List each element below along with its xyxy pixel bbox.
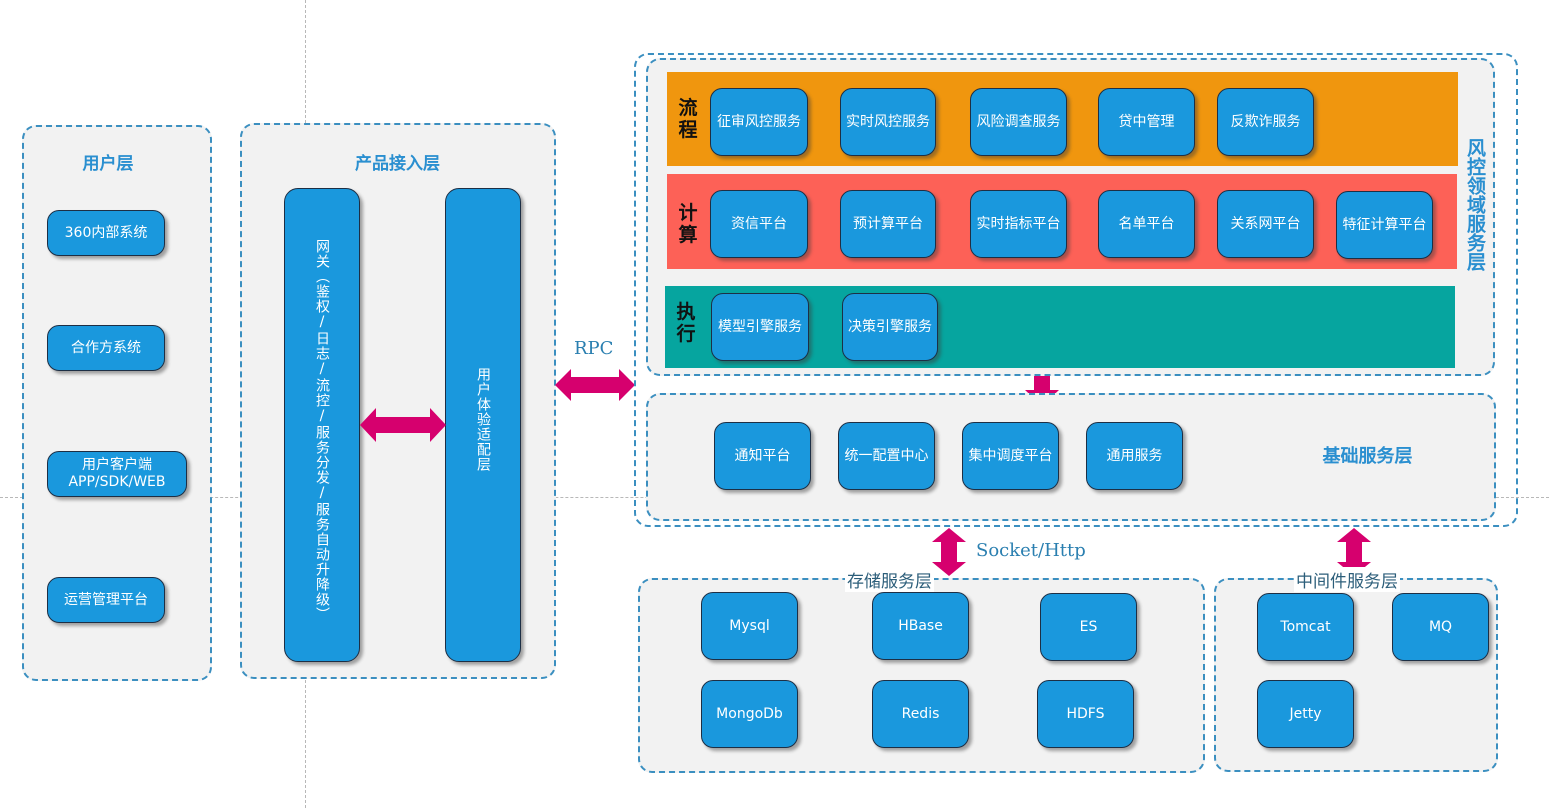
middleware-item[interactable]: Jetty bbox=[1257, 680, 1354, 748]
rpc-arrow-icon bbox=[555, 369, 635, 401]
process-item[interactable]: 风险调查服务 bbox=[970, 88, 1067, 156]
gateway-node[interactable]: 网关（鉴权/日志/流控/服务分发/服务自动升降级） bbox=[284, 188, 360, 662]
gateway-label: 网关（鉴权/日志/流控/服务分发/服务自动升降级） bbox=[314, 239, 330, 622]
user-item-client[interactable]: 用户客户端 APP/SDK/WEB bbox=[47, 451, 187, 497]
middleware-layer-title: 中间件服务层 bbox=[1294, 567, 1400, 592]
socket-http-label: Socket/Http bbox=[976, 540, 1086, 561]
base-item[interactable]: 通用服务 bbox=[1086, 422, 1183, 490]
compute-item[interactable]: 关系网平台 bbox=[1217, 190, 1314, 258]
compute-item[interactable]: 名单平台 bbox=[1098, 190, 1195, 258]
adapter-node[interactable]: 用户体验适配层 bbox=[445, 188, 521, 662]
base-layer-title: 基础服务层 bbox=[1322, 446, 1413, 467]
risk-to-base-arrow-icon bbox=[1025, 376, 1059, 406]
base-item[interactable]: 通知平台 bbox=[714, 422, 811, 490]
risk-domain-outer-panel bbox=[634, 53, 1518, 527]
rpc-label: RPC bbox=[574, 338, 614, 359]
gateway-adapter-arrow-icon bbox=[360, 408, 446, 442]
base-middleware-arrow-icon bbox=[1337, 528, 1371, 576]
user-layer-title: 用户层 bbox=[82, 154, 134, 174]
storage-item[interactable]: Mysql bbox=[701, 592, 798, 660]
compute-item[interactable]: 实时指标平台 bbox=[970, 190, 1067, 258]
storage-item[interactable]: MongoDb bbox=[701, 680, 798, 748]
execute-item[interactable]: 决策引擎服务 bbox=[842, 293, 938, 361]
process-item[interactable]: 实时风控服务 bbox=[840, 88, 936, 156]
risk-domain-title: 风控领域服务层 bbox=[1464, 138, 1486, 271]
compute-item[interactable]: 资信平台 bbox=[710, 190, 808, 258]
storage-item[interactable]: HDFS bbox=[1037, 680, 1134, 748]
storage-item[interactable]: ES bbox=[1040, 593, 1137, 661]
user-item-partner-system[interactable]: 合作方系统 bbox=[47, 325, 165, 371]
user-item-ops-platform[interactable]: 运营管理平台 bbox=[47, 577, 165, 623]
adapter-label: 用户体验适配层 bbox=[475, 367, 491, 472]
process-item[interactable]: 征审风控服务 bbox=[710, 88, 808, 156]
base-item[interactable]: 集中调度平台 bbox=[962, 422, 1059, 490]
middleware-item[interactable]: Tomcat bbox=[1257, 593, 1354, 661]
execute-item[interactable]: 模型引擎服务 bbox=[711, 293, 809, 361]
compute-item[interactable]: 特征计算平台 bbox=[1336, 191, 1433, 259]
base-item[interactable]: 统一配置中心 bbox=[838, 422, 935, 490]
band-compute-label: 计算 bbox=[678, 202, 698, 246]
storage-item[interactable]: Redis bbox=[872, 680, 969, 748]
band-execute-label: 执行 bbox=[676, 301, 696, 345]
base-storage-arrow-icon bbox=[932, 528, 966, 576]
storage-layer-title: 存储服务层 bbox=[845, 567, 934, 592]
band-process-label: 流程 bbox=[678, 97, 698, 141]
middleware-item[interactable]: MQ bbox=[1392, 593, 1489, 661]
product-layer-title: 产品接入层 bbox=[355, 154, 440, 174]
process-item[interactable]: 反欺诈服务 bbox=[1217, 88, 1314, 156]
process-item[interactable]: 贷中管理 bbox=[1098, 88, 1195, 156]
compute-item[interactable]: 预计算平台 bbox=[840, 190, 936, 258]
user-item-internal-system[interactable]: 360内部系统 bbox=[47, 210, 165, 256]
storage-item[interactable]: HBase bbox=[872, 592, 969, 660]
